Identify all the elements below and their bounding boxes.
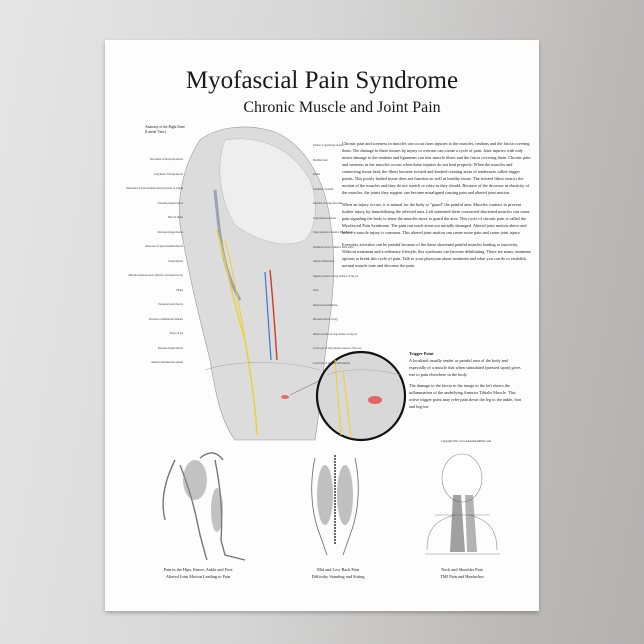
poster-subtitle: Chronic Muscle and Joint Pain bbox=[243, 99, 441, 116]
knee-caption-line: (Lateral View) bbox=[145, 130, 166, 134]
knee-label: Long extensor muscle bbox=[313, 216, 336, 220]
caption-line: Neck and Shoulder Pain bbox=[441, 567, 483, 572]
knee-label: Ligament of patella bbox=[313, 187, 334, 191]
knee-label: Tendon of quadriceps muscle bbox=[313, 144, 344, 147]
knee-label: Peroneus (fascia of leg) bbox=[313, 318, 338, 321]
caption-line: Altered Joint Motion Leading to Pain bbox=[165, 574, 231, 579]
copyright: Copyright 2011 www.AnatomicalPrints.com bbox=[441, 440, 491, 443]
trigger-point-section: Trigger Point A localized usually tender… bbox=[409, 350, 523, 414]
caption-hips-knees: Pain in the Hips, Knees, Ankle and Foot … bbox=[133, 566, 263, 580]
caption-neck-shoulder: Neck and Shoulder Pain TMJ Pain and Head… bbox=[397, 566, 527, 580]
caption-line: Pain in the Hips, Knees, Ankle and Foot bbox=[163, 567, 233, 572]
knee-label: Outer head of gastrocnemius muscle (tend… bbox=[126, 187, 183, 190]
knee-label: Lower part of anterior tibial muscle bbox=[313, 361, 350, 365]
caption-back: Mid and Low Back Pain Difficulty Standin… bbox=[273, 566, 403, 580]
poster-title: Myofascial Pain Syndrome bbox=[185, 67, 459, 94]
knee-label: Peroneus longus muscle bbox=[157, 230, 183, 234]
knee-label: Insertion of biceps into tibia bbox=[313, 202, 343, 205]
caption-line: Mid and Low Back Pain bbox=[316, 567, 359, 572]
knee-label: Anterior tibial artery bbox=[313, 260, 335, 263]
knee-label: Peroneus longus muscle bbox=[157, 346, 183, 350]
back-figure-illustration bbox=[311, 455, 359, 556]
knee-label: Tendinous arch for anterior tibial nerve bbox=[313, 245, 354, 249]
leg-figure-illustration bbox=[162, 452, 246, 561]
knee-label: Fibula bbox=[176, 288, 183, 292]
knee-label: Upper portion of anterior tibial muscle bbox=[313, 231, 354, 234]
knee-label: Lower part of long extensor muscle of th… bbox=[313, 347, 362, 350]
body-text: Chronic pain and soreness in muscles can… bbox=[342, 140, 532, 274]
knee-label: Peroneus brevis muscle bbox=[158, 303, 184, 306]
knee-label: Peroneus communicans fibularis bbox=[149, 317, 183, 321]
body-paragraph: Chronic pain and soreness in muscles can… bbox=[342, 141, 531, 195]
trigger-point-marker bbox=[281, 395, 289, 399]
trigger-point-heading: Trigger Point bbox=[409, 351, 434, 356]
knee-label: External popliteal nerve bbox=[158, 201, 183, 205]
trigger-point-definition: A localized usually tender or painful ar… bbox=[409, 358, 521, 377]
knee-label: Fascia of leg bbox=[169, 332, 183, 335]
knee-caption-line: Anatomy of the Right Knee bbox=[145, 125, 185, 129]
trigger-point-magnifier bbox=[315, 350, 407, 442]
knee-label: Long head of biceps muscle bbox=[153, 172, 183, 176]
caption-line: TMJ Pain and Headaches bbox=[440, 574, 484, 579]
trigger-point-description: The damage to the fascia in the image to… bbox=[409, 383, 522, 409]
caption-line: Difficulty Standing and Sitting bbox=[311, 574, 365, 579]
knee-label: Short head of the biceps muscle bbox=[149, 158, 183, 161]
poster: Myofascial Pain Syndrome Chronic Muscle … bbox=[105, 40, 539, 611]
knee-label: Musculocutaneous nerve (branch of perone… bbox=[128, 274, 183, 277]
knee-label: Anterior intermuscular septum bbox=[151, 361, 183, 364]
knee-label: Soleus muscle bbox=[168, 259, 183, 263]
neck-figure-illustration bbox=[425, 453, 500, 555]
knee-label: Tibia bbox=[313, 289, 319, 292]
body-paragraph: Everyday activities can be painful becau… bbox=[342, 242, 531, 268]
knee-label: Head of fibula bbox=[168, 216, 183, 219]
knee-label: Interosseous membrane bbox=[313, 303, 338, 307]
knee-anatomy-illustration bbox=[179, 126, 407, 442]
knee-label: Outer head of gastrocnemius muscle bbox=[145, 245, 183, 248]
knee-label: Iliotibial band bbox=[313, 158, 328, 162]
knee-label: Patella bbox=[313, 173, 321, 176]
knee-label: Inferior portion of long extensor of big… bbox=[313, 332, 358, 336]
knee-caption: Anatomy of the Right Knee (Lateral View) bbox=[145, 125, 185, 135]
knee-label: Superior portion of long extensor of big… bbox=[313, 274, 359, 278]
body-paragraph: When an injury occurs, it is natural for… bbox=[342, 202, 530, 235]
